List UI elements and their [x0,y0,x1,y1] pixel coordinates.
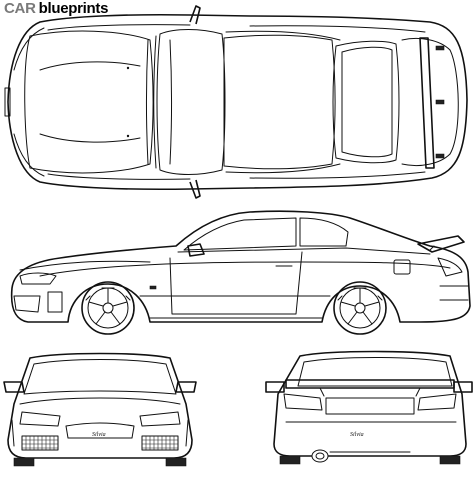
side-window-front [184,218,296,250]
rear-badge: Silvia [350,432,364,438]
front-bumper-plate [5,88,10,116]
front-view: Silvia [4,354,196,467]
right-mirror [190,180,200,198]
rear-window [333,41,399,163]
exhaust-tip [312,450,328,462]
front-wheel [82,282,134,334]
top-view-body-outline [8,15,467,189]
rear-view-body-outline [274,352,466,457]
rear-right-tire [440,456,460,464]
rear-left-tire [280,456,300,464]
front-right-mirror [176,382,196,392]
rear-view: Silvia [266,352,472,465]
front-right-tire [166,458,186,466]
rear-spoiler-top [420,38,434,168]
front-right-headlight [140,412,180,426]
windshield [157,30,225,175]
front-badge: Silvia [92,432,106,438]
door-outline [170,252,302,314]
rear-right-taillight [418,394,456,410]
front-left-tire [14,458,34,466]
front-right-vent [142,436,178,450]
rear-right-mirror [454,382,472,392]
left-mirror [190,6,200,24]
rear-wheel [334,282,386,334]
side-window-rear [300,218,348,246]
rear-view-window [298,358,452,387]
rear-spoiler [286,380,454,388]
side-view-body-outline [12,211,470,322]
hood-outline [25,31,153,173]
front-left-headlight [20,412,60,426]
front-left-vent [22,436,58,450]
fuel-door [394,260,410,274]
rear-left-taillight [284,394,322,410]
side-mirror [188,244,204,256]
rear-left-mirror [266,382,284,392]
front-intake [66,423,134,438]
front-view-body-outline [8,354,192,459]
top-view [5,6,467,198]
side-spoiler [418,236,464,252]
front-windshield [24,360,176,395]
roof-outline [224,35,335,169]
side-headlight [20,273,56,284]
logo-car-text: CAR [4,0,36,17]
side-view [12,211,470,334]
front-left-mirror [4,382,24,392]
logo-blueprints-text: blueprints [38,0,109,17]
site-logo: CAR blueprints [4,0,108,18]
